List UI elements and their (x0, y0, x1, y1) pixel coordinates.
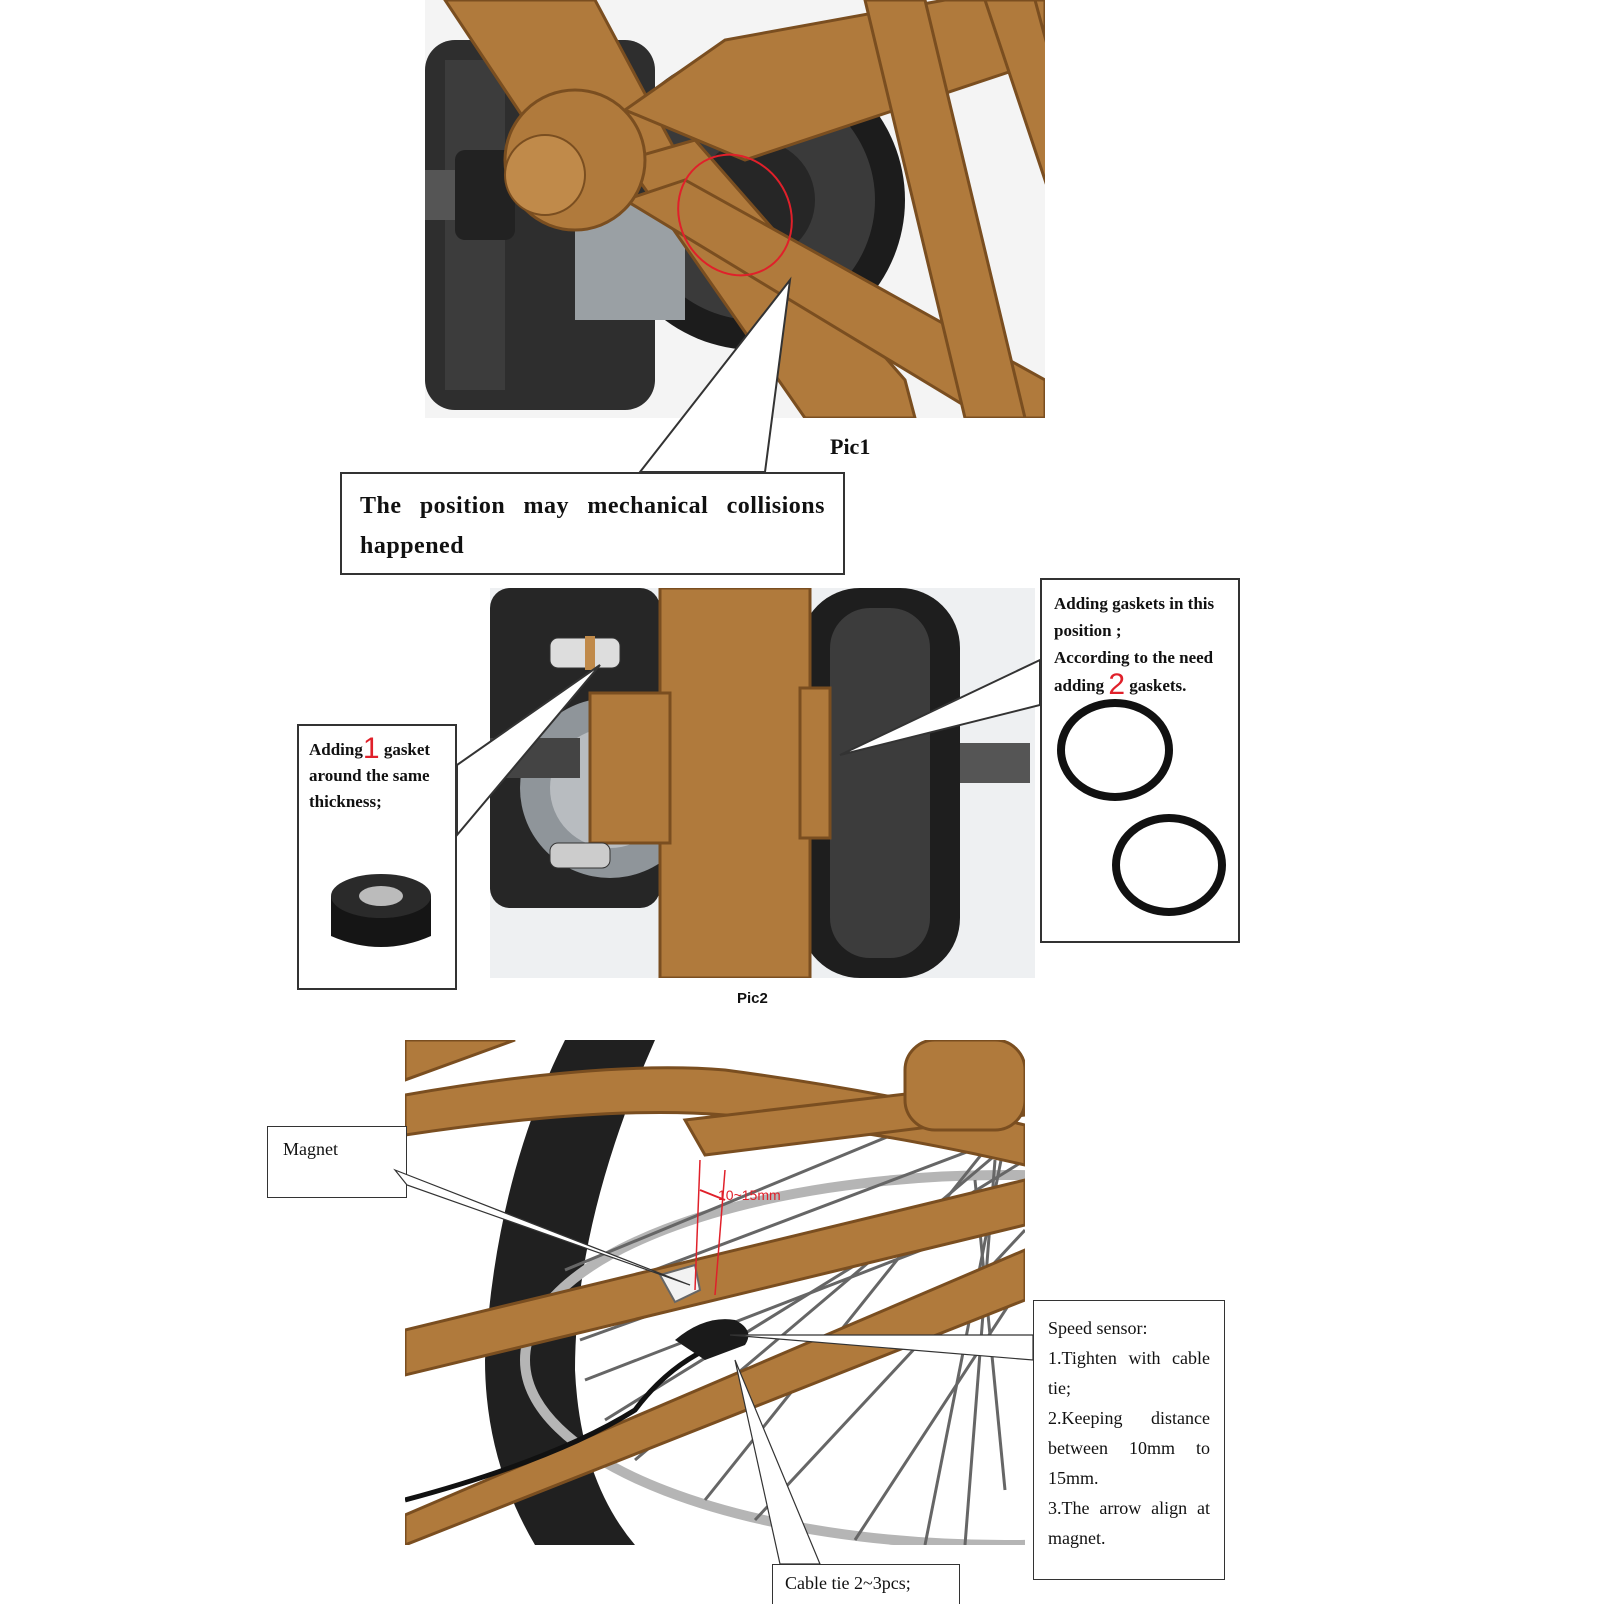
collision-callout: The position may mechanical collisions h… (340, 472, 845, 575)
speed-sensor-callout: Speed sensor: 1.Tighten with cable tie; … (1033, 1300, 1225, 1580)
speed-sensor-step1: 1.Tighten with cable tie; (1048, 1348, 1210, 1398)
gasket-2-line2: According to the need (1054, 648, 1214, 667)
pic1-illustration (425, 0, 1045, 418)
spacer-gasket-image (331, 874, 431, 947)
distance-label: 10~15mm (718, 1187, 781, 1203)
speed-sensor-step2: 2.Keeping distance between 10mm to 15mm. (1048, 1408, 1210, 1488)
gasket-1-number: 1 (362, 732, 380, 765)
pic2-label: Pic2 (737, 990, 768, 1007)
cable-tie-callout: Cable tie 2~3pcs; (772, 1564, 960, 1604)
ring-gaskets-image (1057, 699, 1226, 916)
pic3-illustration (405, 1040, 1025, 1545)
gasket-1-callout: Adding1 gasket around the same thickness… (297, 724, 457, 990)
collision-callout-text: The position may mechanical collisions h… (360, 493, 825, 559)
gasket-2-text-after: gaskets. (1129, 676, 1187, 695)
speed-sensor-title: Speed sensor: (1048, 1318, 1148, 1338)
gasket-2-number: 2 (1108, 668, 1126, 701)
gasket-1-text-before: Adding (309, 740, 363, 759)
gasket-2-text-before: adding (1054, 676, 1105, 695)
speed-sensor-step3: 3.The arrow align at magnet. (1048, 1498, 1210, 1548)
gasket-2-callout: Adding gaskets in this position ; Accord… (1040, 578, 1240, 943)
cable-tie-label: Cable tie 2~3pcs; (785, 1573, 911, 1593)
gasket-2-line1: Adding gaskets in this position ; (1054, 594, 1215, 640)
pic1-label: Pic1 (830, 434, 871, 459)
pic2-illustration (490, 588, 1035, 978)
magnet-callout: Magnet (267, 1126, 407, 1198)
gasket-1-text-after: gasket around the same thickness; (309, 740, 431, 811)
magnet-label: Magnet (283, 1139, 338, 1159)
